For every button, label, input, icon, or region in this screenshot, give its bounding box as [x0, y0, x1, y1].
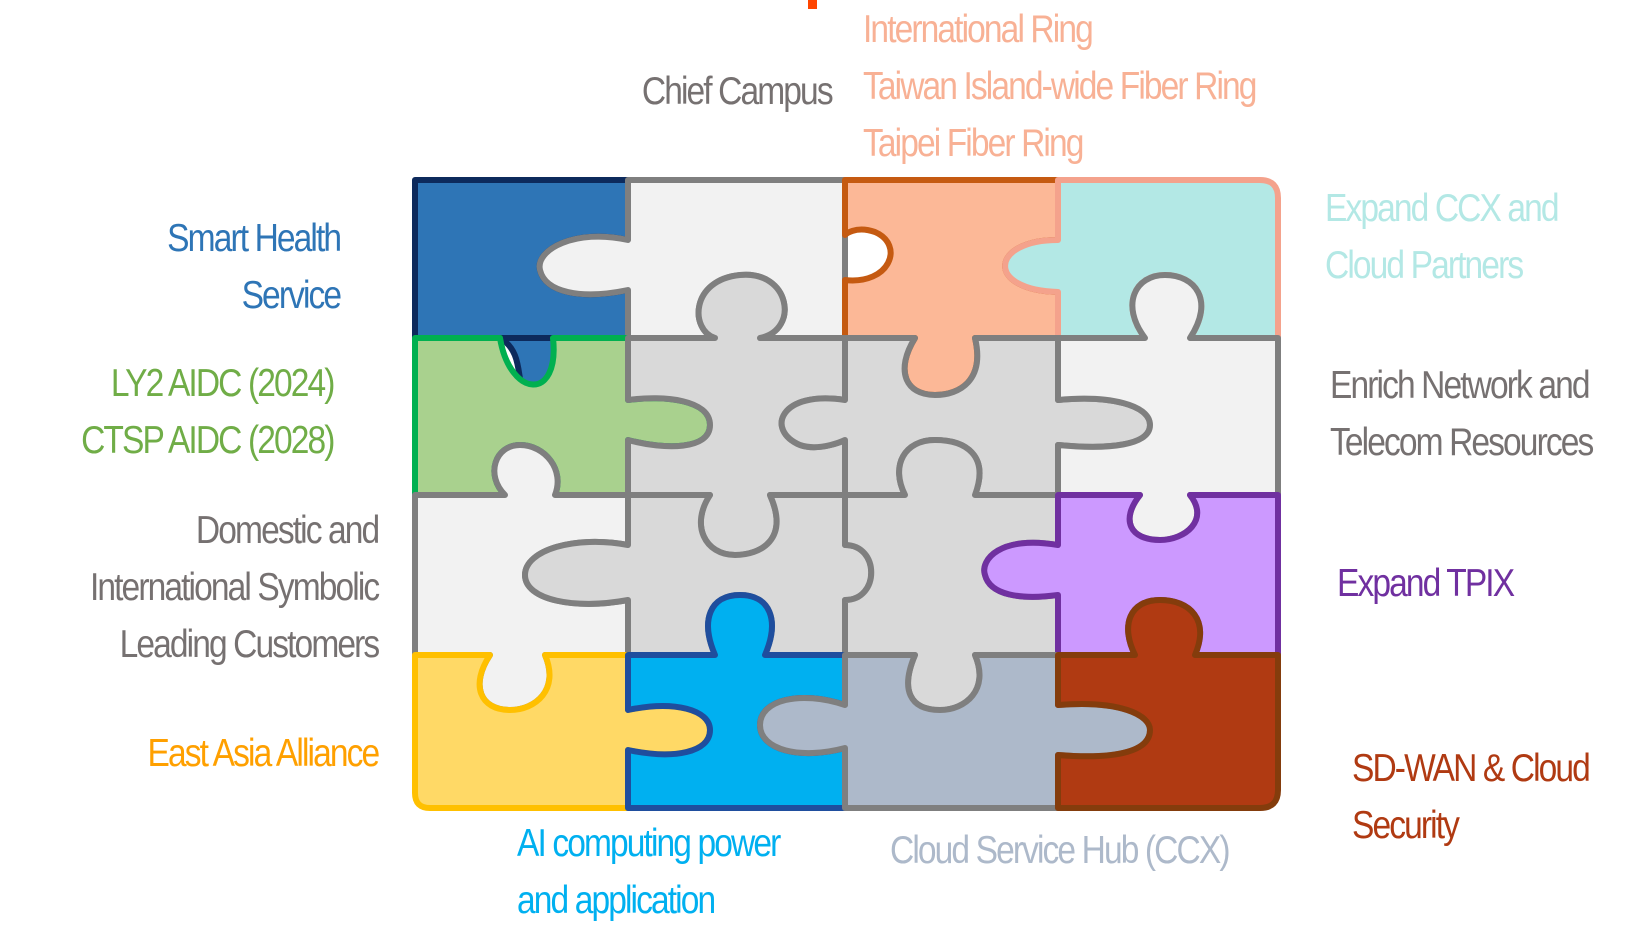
label-chief-campus-text: Chief Campus — [642, 70, 834, 113]
label-smart-health-line-2: Service — [241, 274, 341, 317]
label-ai-line-2: and application — [517, 879, 716, 922]
label-domestic-line-1: Domestic and — [195, 509, 380, 552]
label-east-asia: East Asia Alliance — [147, 725, 380, 782]
label-east-asia-text: East Asia Alliance — [147, 732, 380, 775]
label-enrich: Enrich Network and Telecom Resources — [1330, 357, 1594, 471]
label-expand-ccx-line-1: Expand CCX and — [1325, 187, 1560, 230]
puzzle-piece-sdwan — [1055, 597, 1281, 811]
orange-marker — [808, 0, 817, 9]
label-enrich-line-1: Enrich Network and — [1330, 364, 1591, 407]
label-smart-health-line-1: Smart Health — [166, 217, 342, 260]
label-tpix: Expand TPIX — [1337, 555, 1515, 612]
label-ly2: LY2 AIDC (2024) CTSP AIDC (2028) — [81, 355, 336, 469]
label-expand-ccx-line-2: Cloud Partners — [1325, 244, 1524, 287]
label-ai-line-1: AI computing power — [517, 822, 781, 865]
label-ly2-line-1: LY2 AIDC (2024) — [111, 362, 336, 405]
label-enrich-line-2: Telecom Resources — [1330, 421, 1594, 464]
label-rings-line-3: Taipei Fiber Ring — [863, 122, 1084, 165]
label-cloud-hub: Cloud Service Hub (CCX) — [890, 822, 1230, 879]
label-rings-line-2: Taiwan Island-wide Fiber Ring — [863, 65, 1257, 108]
label-sdwan-line-2: Security — [1352, 804, 1460, 847]
label-sdwan: SD-WAN & Cloud Security — [1352, 740, 1591, 854]
label-chief-campus: Chief Campus — [642, 63, 834, 120]
label-smart-health: Smart Health Service — [166, 210, 342, 324]
label-sdwan-line-1: SD-WAN & Cloud — [1352, 747, 1591, 790]
label-ai: AI computing power and application — [517, 815, 781, 929]
label-expand-ccx: Expand CCX and Cloud Partners — [1325, 180, 1560, 294]
label-rings: International Ring Taiwan Island-wide Fi… — [863, 1, 1257, 172]
label-cloud-hub-text: Cloud Service Hub (CCX) — [890, 829, 1230, 872]
label-tpix-text: Expand TPIX — [1337, 562, 1515, 605]
label-domestic: Domestic and International Symbolic Lead… — [89, 502, 380, 673]
label-domestic-line-3: Leading Customers — [119, 623, 380, 666]
label-rings-line-1: International Ring — [863, 8, 1094, 51]
label-domestic-line-2: International Symbolic — [89, 566, 380, 609]
label-ly2-line-2: CTSP AIDC (2028) — [81, 419, 336, 462]
